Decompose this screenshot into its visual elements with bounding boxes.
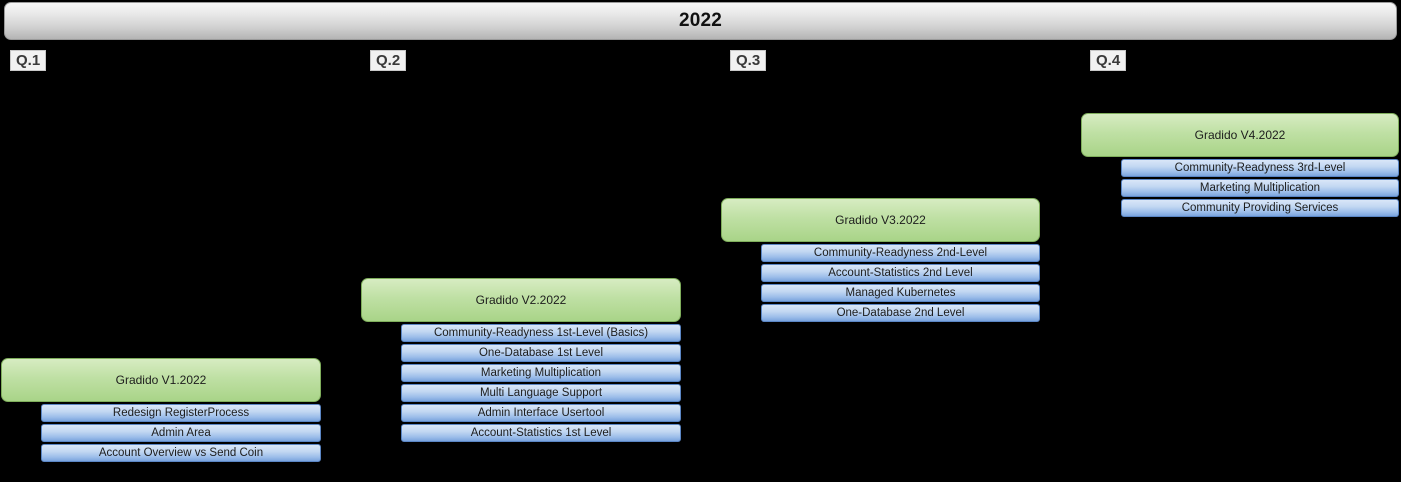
feature-label: Community-Readyness 3rd-Level	[1174, 162, 1346, 174]
quarter-marker-q1: Q.1	[10, 50, 47, 71]
feature-item[interactable]: Account-Statistics 2nd Level	[761, 264, 1040, 282]
release-header-v2[interactable]: Gradido V2.2022	[361, 278, 681, 322]
feature-list-v2: Community-Readyness 1st-Level (Basics) O…	[401, 324, 681, 442]
release-header-v3[interactable]: Gradido V3.2022	[721, 198, 1040, 242]
feature-item[interactable]: One-Database 2nd Level	[761, 304, 1040, 322]
feature-item[interactable]: Community-Readyness 1st-Level (Basics)	[401, 324, 681, 342]
feature-item[interactable]: Admin Interface Usertool	[401, 404, 681, 422]
year-label: 2022	[678, 10, 723, 31]
feature-label: Account-Statistics 2nd Level	[828, 267, 973, 279]
feature-item[interactable]: Managed Kubernetes	[761, 284, 1040, 302]
feature-label: One-Database 1st Level	[478, 347, 604, 359]
quarter-label-q3: Q.3	[736, 52, 761, 69]
feature-item[interactable]: Redesign RegisterProcess	[41, 404, 321, 422]
feature-item[interactable]: Marketing Multiplication	[1121, 179, 1399, 197]
year-header-bar: 2022	[4, 2, 1397, 40]
feature-list-v4: Community-Readyness 3rd-Level Marketing …	[1121, 159, 1399, 217]
release-title-v3: Gradido V3.2022	[835, 213, 926, 227]
feature-item[interactable]: Account-Statistics 1st Level	[401, 424, 681, 442]
feature-label: Community-Readyness 2nd-Level	[813, 247, 988, 259]
release-header-v1[interactable]: Gradido V1.2022	[1, 358, 321, 402]
release-group-v3: Gradido V3.2022 Community-Readyness 2nd-…	[721, 198, 1040, 322]
release-title-v2: Gradido V2.2022	[475, 293, 567, 307]
feature-label: Marketing Multiplication	[480, 367, 602, 379]
release-header-v4[interactable]: Gradido V4.2022	[1081, 113, 1399, 157]
feature-item[interactable]: One-Database 1st Level	[401, 344, 681, 362]
feature-item[interactable]: Multi Language Support	[401, 384, 681, 402]
feature-label: Marketing Multiplication	[1199, 182, 1321, 194]
feature-list-v1: Redesign RegisterProcess Admin Area Acco…	[41, 404, 321, 462]
feature-item[interactable]: Community-Readyness 3rd-Level	[1121, 159, 1399, 177]
release-group-v4: Gradido V4.2022 Community-Readyness 3rd-…	[1081, 113, 1399, 217]
quarter-label-q4: Q.4	[1096, 52, 1121, 69]
feature-item[interactable]: Community-Readyness 2nd-Level	[761, 244, 1040, 262]
release-group-v1: Gradido V1.2022 Redesign RegisterProcess…	[1, 358, 321, 462]
feature-item[interactable]: Admin Area	[41, 424, 321, 442]
feature-list-v3: Community-Readyness 2nd-Level Account-St…	[761, 244, 1040, 322]
feature-label: Managed Kubernetes	[845, 287, 956, 299]
feature-label: Redesign RegisterProcess	[112, 407, 250, 419]
feature-item[interactable]: Community Providing Services	[1121, 199, 1399, 217]
quarter-label-q2: Q.2	[376, 52, 401, 69]
feature-label: Community-Readyness 1st-Level (Basics)	[433, 327, 649, 339]
feature-label: Community Providing Services	[1181, 202, 1339, 214]
feature-label: Admin Area	[151, 427, 211, 439]
release-group-v2: Gradido V2.2022 Community-Readyness 1st-…	[361, 278, 681, 442]
feature-item[interactable]: Account Overview vs Send Coin	[41, 444, 321, 462]
feature-label: Multi Language Support	[479, 387, 603, 399]
quarter-marker-q2: Q.2	[370, 50, 407, 71]
quarter-label-q1: Q.1	[16, 52, 41, 69]
feature-label: One-Database 2nd Level	[836, 307, 965, 319]
feature-label: Admin Interface Usertool	[477, 407, 605, 419]
release-title-v4: Gradido V4.2022	[1194, 128, 1286, 142]
quarter-marker-q4: Q.4	[1090, 50, 1127, 71]
quarter-marker-q3: Q.3	[730, 50, 767, 71]
release-title-v1: Gradido V1.2022	[115, 373, 207, 387]
feature-label: Account Overview vs Send Coin	[98, 447, 264, 459]
feature-item[interactable]: Marketing Multiplication	[401, 364, 681, 382]
feature-label: Account-Statistics 1st Level	[470, 427, 612, 439]
